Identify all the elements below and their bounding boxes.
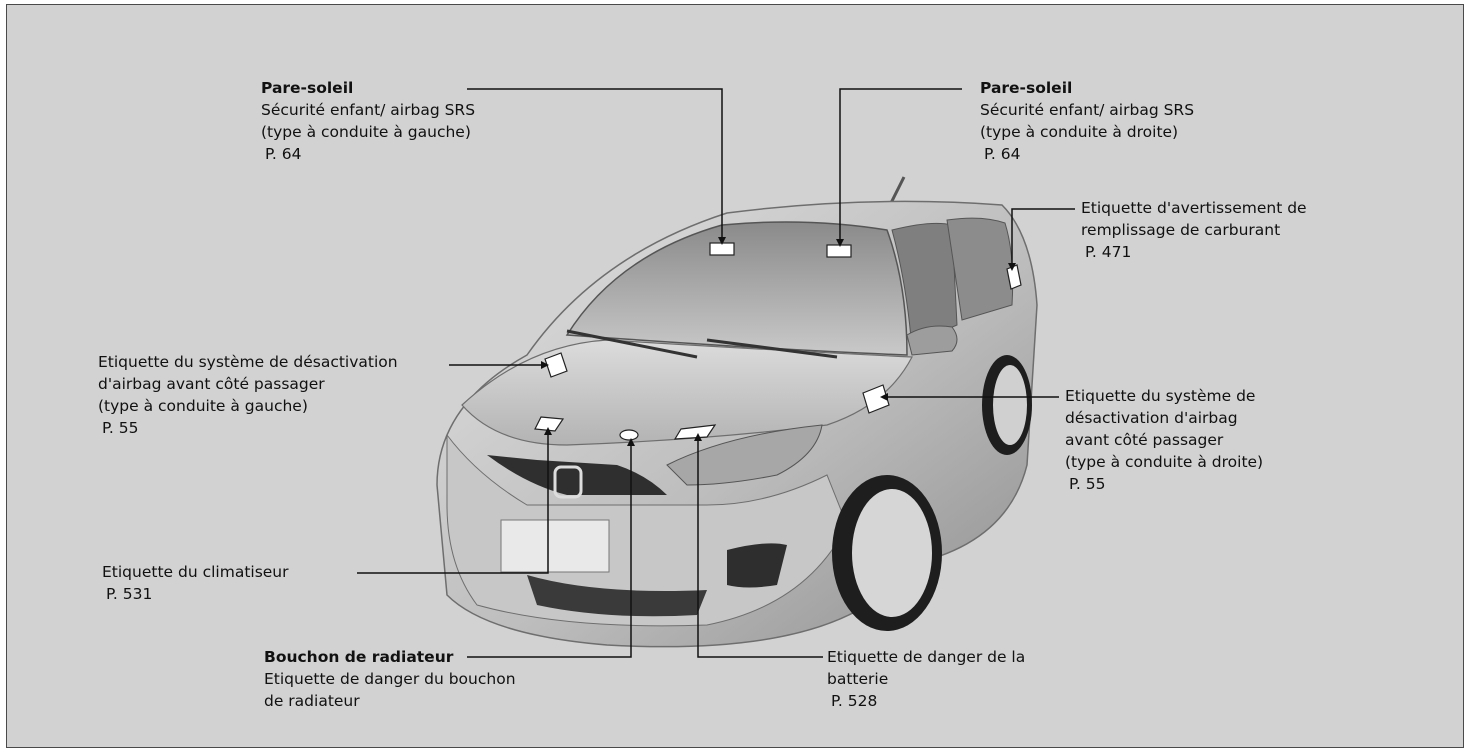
airbag-off-left-line1: Etiquette du système de désactivation <box>98 351 398 373</box>
airbag-off-right-page-ref[interactable]: P. 55 <box>1065 473 1263 495</box>
radiator-cap-mark <box>620 430 638 440</box>
callout-radiator-cap: Bouchon de radiateur Etiquette de danger… <box>264 646 516 712</box>
battery-line1: Etiquette de danger de la <box>827 646 1025 668</box>
callout-battery: Etiquette de danger de la batterie P. 52… <box>827 646 1025 712</box>
sunvisor-left-line1: Sécurité enfant/ airbag SRS <box>261 99 475 121</box>
battery-line2: batterie <box>827 668 1025 690</box>
airbag-off-left-page-ref[interactable]: P. 55 <box>98 417 398 439</box>
sunvisor-right-patch <box>827 245 851 257</box>
airbag-off-left-line3: (type à conduite à gauche) <box>98 395 398 417</box>
airbag-off-right-line1: Etiquette du système de <box>1065 385 1263 407</box>
callout-sunvisor-left: Pare-soleil Sécurité enfant/ airbag SRS … <box>261 77 475 165</box>
diagram-panel: Pare-soleil Sécurité enfant/ airbag SRS … <box>6 4 1464 748</box>
sunvisor-left-page-ref[interactable]: P. 64 <box>261 143 475 165</box>
callout-airbag-off-right: Etiquette du système de désactivation d'… <box>1065 385 1263 495</box>
fuel-warning-line1: Etiquette d'avertissement de <box>1081 197 1307 219</box>
fuel-warning-page-ref[interactable]: P. 471 <box>1081 241 1307 263</box>
airbag-off-right-line3: avant côté passager <box>1065 429 1263 451</box>
car-body <box>437 177 1037 647</box>
fuel-warning-line2: remplissage de carburant <box>1081 219 1307 241</box>
sunvisor-right-line2: (type à conduite à droite) <box>980 121 1194 143</box>
sunvisor-left-title: Pare-soleil <box>261 77 475 99</box>
sunvisor-right-title: Pare-soleil <box>980 77 1194 99</box>
airbag-off-right-line4: (type à conduite à droite) <box>1065 451 1263 473</box>
airbag-off-left-line2: d'airbag avant côté passager <box>98 373 398 395</box>
sunvisor-right-page-ref[interactable]: P. 64 <box>980 143 1194 165</box>
sunvisor-left-line2: (type à conduite à gauche) <box>261 121 475 143</box>
callout-sunvisor-right: Pare-soleil Sécurité enfant/ airbag SRS … <box>980 77 1194 165</box>
air-conditioner-page-ref[interactable]: P. 531 <box>102 583 289 605</box>
callout-airbag-off-left: Etiquette du système de désactivation d'… <box>98 351 398 439</box>
airbag-off-right-line2: désactivation d'airbag <box>1065 407 1263 429</box>
radiator-cap-line2: de radiateur <box>264 690 516 712</box>
radiator-cap-line1: Etiquette de danger du bouchon <box>264 668 516 690</box>
sunvisor-left-leader <box>467 89 722 243</box>
radiator-cap-title: Bouchon de radiateur <box>264 646 516 668</box>
sunvisor-right-line1: Sécurité enfant/ airbag SRS <box>980 99 1194 121</box>
callout-air-conditioner: Etiquette du climatiseur P. 531 <box>102 561 289 605</box>
callout-fuel-warning: Etiquette d'avertissement de remplissage… <box>1081 197 1307 263</box>
battery-page-ref[interactable]: P. 528 <box>827 690 1025 712</box>
air-conditioner-line1: Etiquette du climatiseur <box>102 561 289 583</box>
